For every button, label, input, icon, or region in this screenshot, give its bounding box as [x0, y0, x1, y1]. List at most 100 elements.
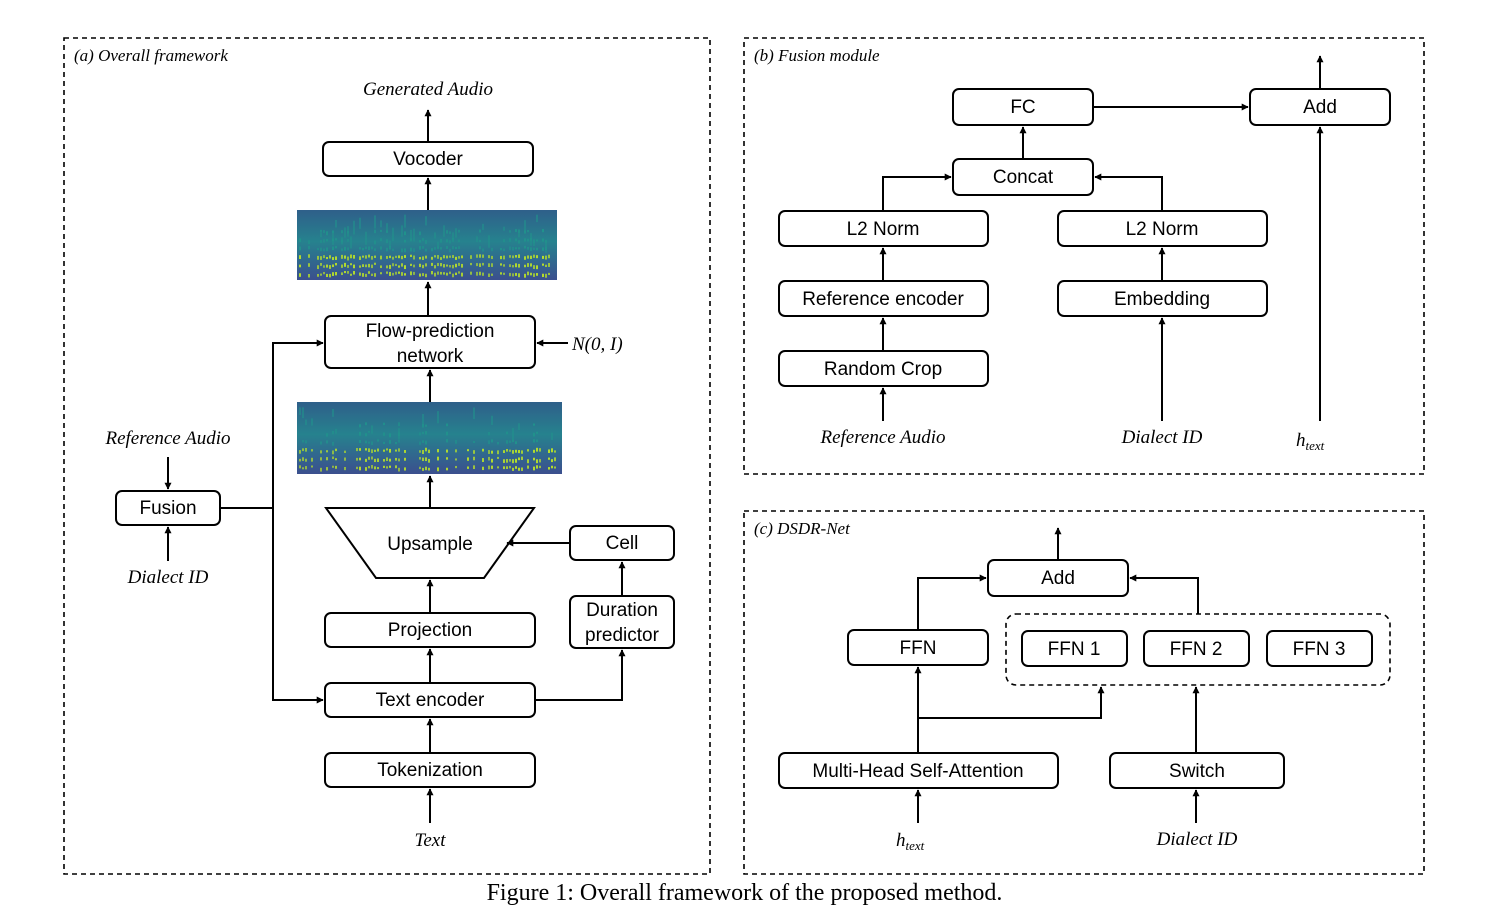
spectrogram-harmonic	[479, 229, 481, 233]
spectrogram-harmonic	[509, 238, 511, 242]
add-label-b: Add	[1303, 97, 1337, 118]
spectrogram-harmonic	[533, 432, 535, 437]
spectrogram-harmonic	[419, 263, 421, 268]
spectrogram-harmonic	[398, 271, 400, 274]
spectrogram-formant	[332, 232, 334, 246]
spectrogram-harmonic	[437, 456, 439, 461]
spectrogram-harmonic	[515, 229, 517, 232]
spectrogram-harmonic	[398, 255, 400, 259]
reference-encoder-box	[778, 280, 989, 317]
spectrogram-harmonic	[425, 248, 427, 252]
spectrogram-harmonic	[368, 456, 370, 460]
spectrogram-harmonic	[404, 239, 406, 243]
spectrogram-harmonic	[473, 456, 475, 461]
spectrogram-harmonic	[482, 458, 484, 462]
spectrogram-harmonic	[488, 273, 490, 277]
spectrogram-harmonic	[446, 272, 448, 276]
l2-norm-right-box	[1057, 210, 1268, 247]
spectrogram-harmonic	[440, 238, 442, 243]
spectrogram-harmonic	[428, 449, 430, 454]
spectrogram-harmonic	[542, 247, 544, 251]
spectrogram-harmonic	[347, 264, 349, 268]
spectrogram-harmonic	[503, 248, 505, 252]
spectrogram-harmonic	[413, 264, 415, 268]
spectrogram-harmonic	[389, 245, 391, 250]
panel-overall-framework: (a) Overall framework Generated Audio Vo…	[63, 37, 711, 875]
spectrogram-harmonic	[395, 441, 397, 445]
spectrogram-harmonic	[299, 238, 301, 243]
spectrogram-harmonic	[518, 467, 520, 471]
spectrogram-formant	[404, 214, 406, 228]
spectrogram-harmonic	[431, 256, 433, 260]
spectrogram-harmonic	[476, 263, 478, 267]
spectrogram-harmonic	[383, 449, 385, 452]
spectrogram-harmonic	[326, 231, 328, 236]
spectrogram-harmonic	[365, 458, 367, 462]
spectrogram-harmonic	[359, 431, 361, 436]
spectrogram-harmonic	[413, 255, 415, 260]
spectrogram-harmonic	[377, 448, 379, 452]
spectrogram-harmonic	[482, 272, 484, 276]
spectrogram-harmonic	[554, 466, 556, 469]
spectrogram-harmonic	[320, 441, 322, 445]
spectrogram-harmonic	[488, 456, 490, 461]
spectrogram-harmonic	[365, 467, 367, 471]
spectrogram-harmonic	[332, 257, 334, 261]
spectrogram-harmonic	[404, 457, 406, 461]
mhsa-box	[778, 752, 1059, 789]
spectrogram-harmonic	[383, 441, 385, 445]
spectrogram-harmonic	[503, 450, 505, 453]
spectrogram-harmonic	[545, 273, 547, 278]
spectrogram-harmonic	[482, 254, 484, 258]
spectrogram-harmonic	[479, 254, 481, 258]
spectrogram-harmonic	[347, 271, 349, 274]
spectrogram-harmonic	[428, 458, 430, 463]
spectrogram-harmonic	[329, 273, 331, 278]
spectrogram-formant	[473, 407, 475, 420]
spectrogram-harmonic	[299, 273, 301, 277]
spectrogram-harmonic	[542, 273, 544, 278]
flow-label-line2: network	[397, 346, 464, 367]
spectrogram-harmonic	[320, 457, 322, 461]
spectrogram-harmonic	[515, 441, 517, 445]
spectrogram-harmonic	[524, 264, 526, 268]
upsample-trapezoid	[324, 507, 536, 579]
spectrogram-harmonic	[344, 466, 346, 471]
spectrogram-formant	[380, 220, 382, 228]
spectrogram-harmonic	[491, 450, 493, 454]
add-label-c: Add	[1041, 568, 1075, 589]
spectrogram-harmonic	[326, 450, 328, 453]
spectrogram-harmonic	[299, 255, 301, 260]
spectrogram-harmonic	[335, 262, 337, 266]
spectrogram-harmonic	[401, 263, 403, 267]
spectrogram-harmonic	[365, 273, 367, 277]
spectrogram-harmonic	[299, 450, 301, 454]
spectrogram-harmonic	[422, 440, 424, 443]
spectrogram-formant	[320, 232, 322, 238]
spectrogram-harmonic	[425, 431, 427, 435]
spectrogram-harmonic	[404, 248, 406, 253]
spectrogram-harmonic	[356, 457, 358, 461]
spectrogram-harmonic	[515, 247, 517, 250]
flow-prediction-box	[324, 315, 536, 369]
spectrogram-harmonic	[488, 431, 490, 436]
spectrogram-harmonic	[512, 265, 514, 268]
spectrogram-harmonic	[488, 255, 490, 259]
spectrogram-harmonic	[452, 255, 454, 259]
spectrogram-harmonic	[404, 273, 406, 276]
spectrogram-harmonic	[320, 256, 322, 260]
spectrogram-harmonic	[527, 459, 529, 464]
spectrogram-harmonic	[431, 248, 433, 252]
spectrogram-harmonic	[335, 238, 337, 241]
spectrogram-harmonic	[497, 450, 499, 455]
spectrogram-harmonic	[470, 255, 472, 259]
spectrogram-harmonic	[377, 439, 379, 442]
spectrogram-harmonic	[371, 264, 373, 269]
spectrogram-formant	[551, 432, 553, 441]
spectrogram-harmonic	[422, 256, 424, 260]
spectrogram-harmonic	[401, 272, 403, 276]
spectrogram-harmonic	[512, 450, 514, 454]
spectrogram-harmonic	[332, 264, 334, 268]
spectrogram-harmonic	[323, 271, 325, 275]
mhsa-label: Multi-Head Self-Attention	[812, 761, 1023, 782]
